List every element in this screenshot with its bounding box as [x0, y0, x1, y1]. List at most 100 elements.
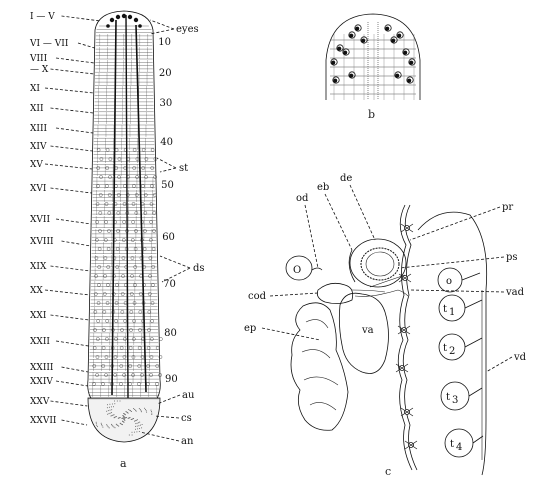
head-midline — [367, 22, 379, 100]
label-vad: vad — [505, 287, 525, 298]
longitudinal-line-right — [135, 24, 147, 393]
segment-label: XXV — [30, 397, 50, 407]
label-au: au — [182, 390, 195, 401]
label-ps: ps — [506, 252, 518, 263]
segment-label: XXIV — [30, 377, 53, 387]
label-cs: cs — [181, 413, 192, 424]
segment-label: VI — VII — [29, 39, 69, 49]
longitudinal-line-left — [111, 19, 117, 396]
segment-label: XVI — [30, 184, 47, 194]
segment-label: I — V — [30, 12, 55, 22]
segment-label: XIX — [30, 262, 47, 272]
head-eyes — [330, 24, 416, 84]
svg-text:3: 3 — [452, 395, 458, 406]
connecting-ducts — [351, 274, 409, 297]
leader-cs — [154, 415, 180, 419]
label-ep: ep — [244, 323, 256, 334]
segment-label: XVII — [30, 215, 50, 225]
testis-4: t 4 — [444, 428, 484, 458]
segment-label: XIII — [30, 124, 48, 134]
segment-label: — X — [30, 65, 49, 75]
label-od: od — [296, 193, 309, 204]
vagina — [338, 292, 389, 374]
testis-1: t 1 — [438, 294, 483, 322]
label-cod: cod — [248, 291, 267, 302]
panel-label-a: a — [120, 457, 127, 470]
bursa — [348, 238, 407, 288]
panel-label-b: b — [368, 108, 375, 121]
leader-ep — [261, 327, 321, 341]
svg-text:t: t — [446, 392, 450, 403]
leader-au — [156, 394, 181, 405]
figure-a: I — V VI — VII VIII— X XI XII XIII XIV XV XVI XVI… — [29, 10, 205, 470]
leader-eyes — [149, 19, 175, 35]
ovary-large: O — [285, 255, 323, 281]
segment-label: XV — [30, 160, 43, 170]
anal-stipple — [95, 400, 153, 436]
scale-number: 60 — [162, 232, 175, 243]
svg-text:o: o — [446, 276, 452, 287]
figure-b: b — [325, 13, 421, 121]
label-eb: eb — [317, 182, 329, 193]
leader-cod — [269, 292, 319, 297]
scale-number: 50 — [161, 180, 174, 191]
label-va: va — [361, 325, 374, 336]
segment-label: XX — [30, 286, 43, 296]
longitudinal-line-mid — [125, 14, 129, 399]
scale-number: 20 — [159, 68, 172, 79]
leader-ds — [159, 255, 191, 283]
leader-st — [156, 157, 177, 173]
scale-number: 10 — [158, 37, 171, 48]
svg-text:4: 4 — [456, 442, 462, 453]
segment-label: XII — [30, 104, 44, 114]
body-outline — [87, 10, 161, 406]
label-pr: pr — [502, 202, 513, 213]
leader-vd — [485, 356, 513, 373]
label-ds: ds — [193, 263, 205, 274]
label-st: st — [179, 163, 188, 174]
svg-text:2: 2 — [449, 346, 455, 357]
segment-label: XXI — [30, 311, 47, 321]
eyes-cluster — [106, 13, 142, 28]
segment-grid — [88, 25, 163, 400]
svg-text:t: t — [443, 304, 447, 315]
segment-label: XI — [30, 84, 40, 94]
ventral-cord-right — [402, 204, 418, 471]
epididymis-folds — [301, 319, 339, 411]
segment-label: XXIII — [30, 363, 54, 373]
segment-label: XVIII — [30, 237, 54, 247]
figure-c: t 1 t 2 t 3 t 4 o — [244, 173, 527, 478]
label-an: an — [181, 436, 194, 447]
head-cells — [330, 34, 416, 100]
scale-number: 90 — [165, 374, 178, 385]
leader-de — [349, 184, 376, 241]
leader-od — [304, 204, 319, 269]
segment-labels: I — V VI — VII VIII— X XI XII XIII XIV XV XVI XVI… — [29, 12, 101, 426]
scale-number: 70 — [163, 279, 176, 290]
scale-number: 30 — [160, 98, 173, 109]
testis-3: t 3 — [440, 381, 483, 411]
label-eyes: eyes — [176, 24, 199, 35]
leader-pr — [409, 206, 501, 241]
cod-tubule — [316, 282, 354, 304]
leader-ps — [399, 256, 505, 269]
scale-number: 40 — [160, 137, 173, 148]
svg-text:O: O — [293, 265, 301, 276]
scale-number: 80 — [164, 328, 177, 339]
segment-label: VIII — [29, 54, 48, 64]
label-de: de — [340, 173, 352, 184]
ventral-cord-left — [397, 204, 413, 471]
epididymis — [290, 302, 349, 431]
svg-text:1: 1 — [449, 307, 455, 318]
head-outline — [325, 13, 421, 100]
leader-an — [139, 431, 180, 442]
bristle-nodes — [395, 223, 418, 450]
segment-label: XXVII — [30, 416, 57, 426]
svg-text:t: t — [443, 343, 447, 354]
label-vd: vd — [513, 352, 527, 363]
segment-label: XIV — [30, 142, 47, 152]
leader-eb — [324, 193, 353, 251]
svg-text:t: t — [450, 439, 454, 450]
vas-deferens — [417, 211, 487, 476]
